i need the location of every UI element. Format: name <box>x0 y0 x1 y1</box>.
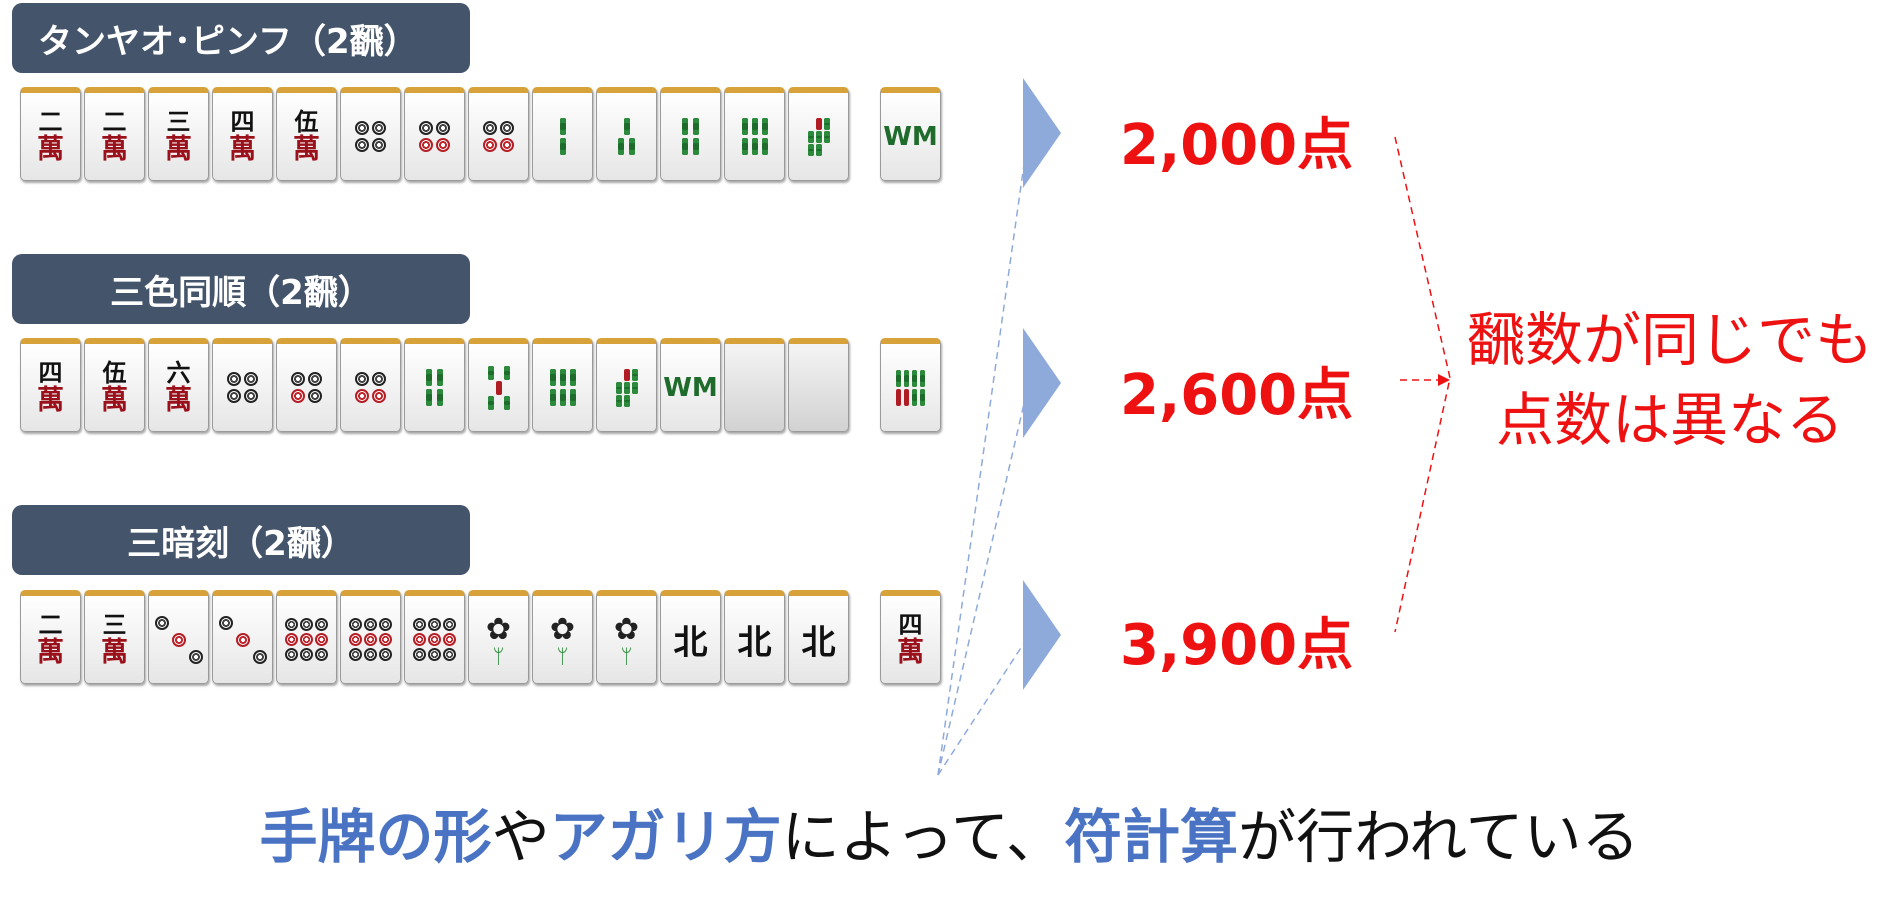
tile-5-man: 伍萬 <box>276 87 337 181</box>
tile-4-sou <box>404 338 465 432</box>
caption: 手牌の形やアガリ方によって、符計算が行われている <box>0 790 1899 874</box>
tile-6-man: 六萬 <box>148 338 209 432</box>
tile-7-sou <box>596 338 657 432</box>
hand-label-sanshoku: 三色同順（2飜） <box>12 254 470 324</box>
score-2600: 2,600点 <box>1120 363 1354 428</box>
note-text: 飜数が同じでも 点数は異なる <box>1440 300 1899 460</box>
score-3900: 3,900点 <box>1120 613 1354 678</box>
tile-green-dragon: WM <box>660 338 721 432</box>
tile-4-sou <box>660 87 721 181</box>
tile-1-sou: ✿ᛘ <box>532 590 593 684</box>
tile-green-dragon: WM <box>880 87 941 181</box>
note-line-2: 点数は異なる <box>1495 386 1844 454</box>
note-line-1: 飜数が同じでも <box>1466 306 1873 374</box>
tile-3-man: 三萬 <box>148 87 209 181</box>
tile-7-sou <box>788 87 849 181</box>
tile-5-man: 伍萬 <box>84 338 145 432</box>
tile-north-wind: 北 <box>724 590 785 684</box>
arrow-right-icon <box>1023 580 1061 690</box>
tile-5-pin <box>276 338 337 432</box>
caption-part: や <box>491 803 550 871</box>
tile-8-sou <box>880 338 941 432</box>
tile-6-sou <box>724 87 785 181</box>
tile-3-pin <box>148 590 209 684</box>
score-2000: 2,000点 <box>1120 113 1354 178</box>
caption-part: によって、 <box>781 803 1065 871</box>
tile-4-pin <box>340 87 401 181</box>
tile-2-man: 二萬 <box>20 590 81 684</box>
tile-9-pin <box>404 590 465 684</box>
tile-3-pin <box>212 590 273 684</box>
tile-4-man: 四萬 <box>212 87 273 181</box>
tile-5-sou <box>468 338 529 432</box>
tile-6-pin <box>340 338 401 432</box>
tile-north-wind: 北 <box>660 590 721 684</box>
tile-6-pin <box>468 87 529 181</box>
tile-2-man: 二萬 <box>20 87 81 181</box>
caption-part: アガリ方 <box>549 803 782 871</box>
tile-9-pin <box>340 590 401 684</box>
caption-part: 手牌の形 <box>259 803 492 871</box>
tile-2-sou <box>532 87 593 181</box>
tile-white-dragon <box>788 338 849 432</box>
caption-part: 符計算 <box>1064 803 1239 871</box>
tile-4-pin <box>212 338 273 432</box>
tile-5-pin <box>404 87 465 181</box>
tile-2-man: 二萬 <box>84 87 145 181</box>
tile-north-wind: 北 <box>788 590 849 684</box>
tile-white-dragon <box>724 338 785 432</box>
tile-4-man: 四萬 <box>20 338 81 432</box>
tile-3-sou <box>596 87 657 181</box>
hand-label-tanyao-pinfu: タンヤオ･ピンフ（2飜） <box>12 3 470 73</box>
caption-part: が行われている <box>1238 803 1640 871</box>
tile-1-sou: ✿ᛘ <box>468 590 529 684</box>
arrow-right-icon <box>1023 328 1061 438</box>
tile-1-sou: ✿ᛘ <box>596 590 657 684</box>
hand-label-sanankou: 三暗刻（2飜） <box>12 505 470 575</box>
tile-6-sou <box>532 338 593 432</box>
tile-4-man: 四萬 <box>880 590 941 684</box>
tile-9-pin <box>276 590 337 684</box>
tile-3-man: 三萬 <box>84 590 145 684</box>
arrow-right-icon <box>1023 78 1061 188</box>
